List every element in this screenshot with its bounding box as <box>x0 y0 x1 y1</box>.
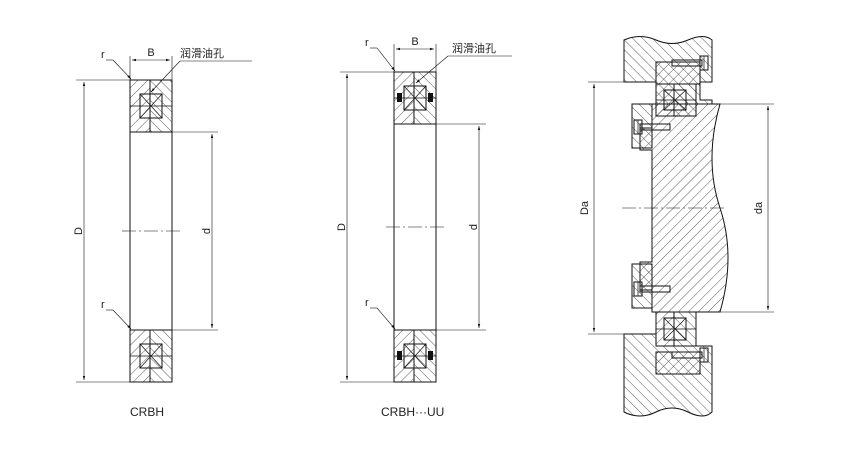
crbh-dimension-width: B <box>147 47 154 59</box>
bolt-top-left <box>633 119 671 135</box>
crbh-view: D d B r r 润滑油孔 CRBH <box>73 46 252 419</box>
crbh-uu-bottom-section <box>393 329 437 383</box>
crbh-label-radius-top: r <box>101 49 105 61</box>
assembly-bearing-bottom <box>655 311 697 347</box>
crbh-bottom-section <box>129 329 173 383</box>
crbh-dimension-inner-diameter: d <box>201 228 213 234</box>
crbh-uu-dimension-width: B <box>411 36 418 48</box>
crbh-top-section <box>129 79 173 133</box>
crbh-uu-caption: CRBH···UU <box>381 405 444 419</box>
crbh-uu-label-lubrication-hole: 润滑油孔 <box>452 41 496 55</box>
crbh-caption: CRBH <box>130 405 164 419</box>
crbh-uu-label-radius-top: r <box>365 37 369 49</box>
crbh-dimension-outer-diameter: D <box>73 227 85 235</box>
crbh-label-lubrication-hole: 润滑油孔 <box>180 46 224 60</box>
crbh-label-radius-bottom: r <box>101 299 105 311</box>
assembly-bearing-top <box>655 83 697 117</box>
mounting-assembly-view: Da da <box>579 36 774 417</box>
bolt-bottom-left <box>633 281 671 297</box>
crbh-uu-view: D d B r r 润滑油孔 CRBH···UU <box>336 36 512 419</box>
dimension-shaft-diameter: da <box>753 201 765 214</box>
dimension-housing-diameter: Da <box>579 200 591 215</box>
crbh-uu-label-radius-bottom: r <box>365 297 369 309</box>
crbh-uu-dimension-inner-diameter: d <box>468 224 480 230</box>
crbh-uu-top-section <box>393 71 437 125</box>
crbh-uu-dimension-outer-diameter: D <box>336 223 348 231</box>
bolt-top-right <box>671 55 709 71</box>
bolt-bottom-right <box>671 347 709 363</box>
